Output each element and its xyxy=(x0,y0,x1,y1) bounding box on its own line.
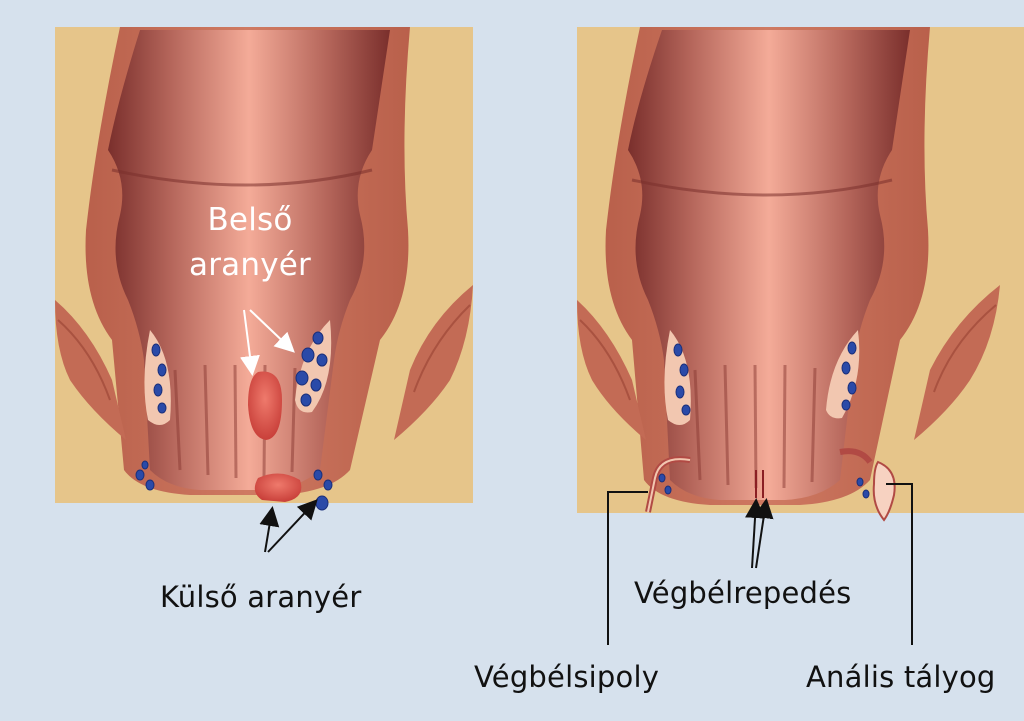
vein xyxy=(841,361,851,375)
arrow-fissure-2 xyxy=(753,498,774,569)
vein xyxy=(856,477,864,487)
internal-hemorrhoid xyxy=(248,371,282,440)
vein xyxy=(313,469,323,481)
label-internal-hemorrhoid: Belső aranyér xyxy=(185,198,315,288)
vein xyxy=(141,460,149,470)
vein xyxy=(658,473,666,483)
label-anal-fistula: Végbélsipoly xyxy=(474,660,660,694)
vein xyxy=(135,469,145,481)
vein xyxy=(673,343,683,357)
label-anal-fissure: Végbélrepedés xyxy=(634,576,852,610)
vein xyxy=(675,385,685,399)
vein xyxy=(847,341,857,355)
vein xyxy=(681,404,691,416)
abscess-tract xyxy=(839,448,873,464)
vein xyxy=(157,402,167,414)
vein xyxy=(847,381,857,395)
label-external-hemorrhoid: Külső aranyér xyxy=(160,580,362,614)
pointer-fistula xyxy=(607,491,648,645)
label-internal-line1: Belső xyxy=(207,202,293,238)
vein xyxy=(862,489,870,499)
arrow-external-1 xyxy=(259,506,280,553)
vein xyxy=(841,399,851,411)
arrow-external-2 xyxy=(267,499,318,553)
left-panel xyxy=(55,27,473,553)
vein xyxy=(153,383,163,397)
pointer-abscess xyxy=(886,483,913,645)
vein xyxy=(157,363,167,377)
vein xyxy=(151,343,161,357)
label-anal-abscess: Anális tályog xyxy=(806,660,996,694)
vein xyxy=(301,347,315,363)
vein xyxy=(315,495,329,511)
submucosa-left xyxy=(144,330,171,425)
right-panel xyxy=(577,27,1024,645)
vein xyxy=(312,331,324,345)
vein xyxy=(145,479,155,491)
vein xyxy=(310,378,322,392)
anal-abscess xyxy=(872,460,896,522)
vein xyxy=(323,479,333,491)
submucosa-right xyxy=(295,320,332,413)
levator-muscle-right-b xyxy=(914,285,1000,440)
arrow-internal-1 xyxy=(240,309,260,376)
vein xyxy=(295,370,309,386)
vein xyxy=(316,353,328,367)
vein xyxy=(300,393,312,407)
vein xyxy=(664,485,672,495)
external-hemorrhoid xyxy=(254,473,302,502)
submucosa-left xyxy=(664,330,691,425)
arrow-internal-2 xyxy=(249,309,295,353)
label-internal-line2: aranyér xyxy=(189,247,311,283)
vein xyxy=(679,363,689,377)
